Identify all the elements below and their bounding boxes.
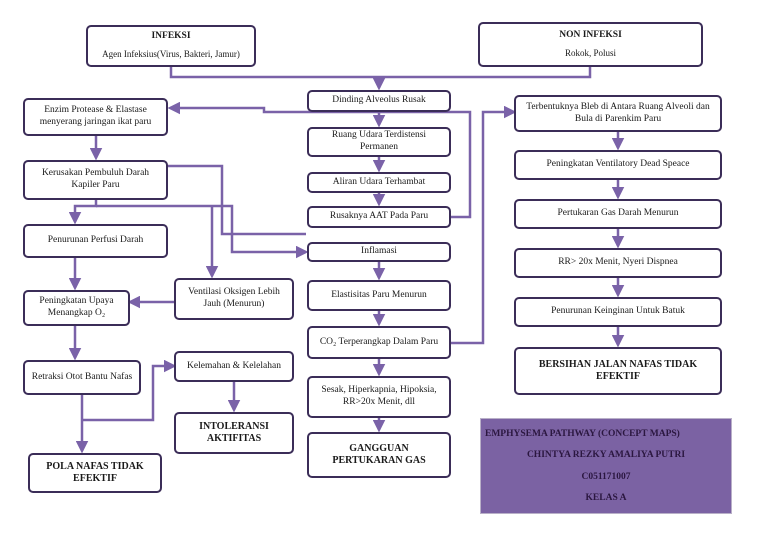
node-kerusakan: Kerusakan Pembuluh Darah Kapiler Paru <box>23 160 168 200</box>
node-kelemahan: Kelemahan & Kelelahan <box>174 351 294 382</box>
edge-aat-kerusakan-link <box>168 164 306 236</box>
info-title: EMPHYSEMA PATHWAY (CONCEPT MAPS) <box>485 428 680 439</box>
node-infeksi-sub: Agen Infeksius(Virus, Bakteri, Jamur) <box>102 49 240 60</box>
node-perfusi: Penurunan Perfusi Darah <box>23 224 168 258</box>
node-rr: RR> 20x Menit, Nyeri Dispnea <box>514 248 722 278</box>
node-aliran: Aliran Udara Terhambat <box>307 172 451 193</box>
node-batuk: Penurunan Keinginan Untuk Batuk <box>514 297 722 327</box>
info-author: CHINTYA REZKY AMALIYA PUTRI <box>526 450 686 461</box>
edge-retraksi-kelemahan <box>82 359 177 422</box>
node-ruang: Ruang Udara Terdistensi Permanen <box>307 127 451 157</box>
node-elastisitas: Elastisitas Paru Menurun <box>307 280 451 311</box>
node-gangguan: GANGGUAN PERTUKARAN GAS <box>307 432 451 478</box>
edge-kerusakan-perfusi <box>68 200 98 225</box>
node-aat: Rusaknya AAT Pada Paru <box>307 206 451 228</box>
info-panel: EMPHYSEMA PATHWAY (CONCEPT MAPS) CHINTYA… <box>480 418 732 514</box>
edge-co2-bleb <box>451 105 517 345</box>
node-co2: CO₂ Terperangkap Dalam Paru <box>307 326 451 359</box>
node-ventilasi: Ventilasi Oksigen Lebih Jauh (Menurun) <box>174 278 294 320</box>
node-infeksi: INFEKSI Agen Infeksius(Virus, Bakteri, J… <box>86 25 256 67</box>
edge-kerusakan-inflamasi <box>96 204 309 259</box>
node-infeksi-title: INFEKSI <box>151 31 191 42</box>
edge-aat-enzim <box>167 101 472 219</box>
node-bleb: Terbentuknya Bleb di Antara Ruang Alveol… <box>514 95 722 132</box>
node-deadspace: Peningkatan Ventilatory Dead Speace <box>514 150 722 180</box>
info-kelas: KELAS A <box>585 493 627 504</box>
node-non-infeksi-sub: Rokok, Polusi <box>564 47 616 58</box>
edge-infeksi-join <box>169 67 592 79</box>
node-non-infeksi-title: NON INFEKSI <box>559 29 622 40</box>
node-gas: Pertukaran Gas Darah Menurun <box>514 199 722 229</box>
node-enzim: Enzim Protease & Elastase menyerang jari… <box>23 98 168 136</box>
node-sesak: Sesak, Hiperkapnia, Hipoksia, RR>20x Men… <box>307 376 451 418</box>
node-bersihan: BERSIHAN JALAN NAFAS TIDAK EFEKTIF <box>514 347 722 395</box>
info-nim: C051171007 <box>581 471 631 482</box>
node-inflamasi: Inflamasi <box>307 242 451 262</box>
node-dinding: Dinding Alveolus Rusak <box>307 90 451 112</box>
node-intoleransi: INTOLERANSI AKTIFITAS <box>174 412 294 454</box>
node-non-infeksi: NON INFEKSI Rokok, Polusi <box>478 22 703 67</box>
node-retraksi: Retraksi Otot Bantu Nafas <box>23 360 141 395</box>
node-pola: POLA NAFAS TIDAK EFEKTIF <box>28 453 162 493</box>
node-upaya: Peningkatan Upaya Menangkap O₂ <box>23 290 130 326</box>
